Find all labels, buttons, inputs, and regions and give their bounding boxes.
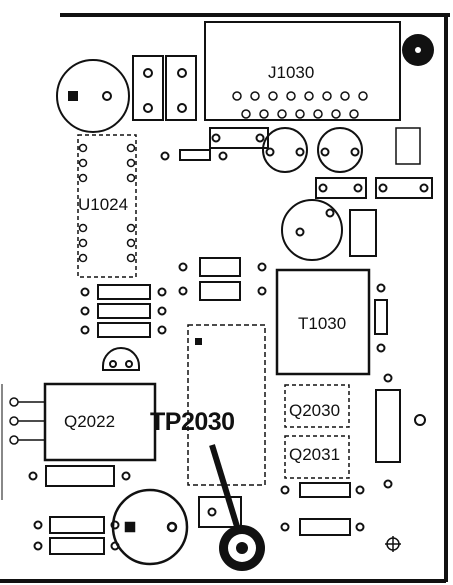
u1024-pins bbox=[78, 143, 136, 263]
label-t1030: T1030 bbox=[298, 314, 347, 333]
capacitor-bottom-large bbox=[111, 488, 189, 566]
q2031-outline bbox=[284, 435, 350, 479]
label-tp2030: TP2030 bbox=[150, 408, 235, 436]
ic-center-pin1 bbox=[195, 338, 202, 345]
component-pair-top bbox=[132, 55, 197, 121]
transistor-small-left bbox=[102, 347, 140, 371]
q2022-leads bbox=[9, 397, 45, 445]
label-u1024: U1024 bbox=[78, 195, 129, 214]
resistors-bottom-right bbox=[280, 482, 365, 536]
crosshair-bottom-right bbox=[385, 536, 401, 552]
tp2030-test-point bbox=[219, 525, 265, 571]
tp2030-pointer bbox=[209, 444, 242, 534]
ic-u1024 bbox=[77, 134, 137, 278]
capacitor-top-left bbox=[56, 59, 130, 133]
capacitor-center-round bbox=[281, 199, 377, 261]
ic-center-dashed bbox=[187, 324, 266, 486]
resistor-stack-left bbox=[80, 284, 167, 338]
label-j1030: J1030 bbox=[268, 63, 315, 82]
diodes-center bbox=[178, 257, 267, 301]
transistor-q2022 bbox=[43, 382, 157, 462]
components-bottom-left bbox=[33, 516, 120, 555]
round-components-center bbox=[262, 127, 363, 173]
mounting-hole-top-right bbox=[402, 34, 434, 66]
resistor-vertical-right bbox=[374, 283, 388, 353]
label-q2031: Q2031 bbox=[289, 445, 341, 464]
connector-j1030 bbox=[204, 21, 401, 121]
j1030-pins bbox=[232, 91, 368, 119]
component-small-right bbox=[395, 127, 421, 165]
component-vertical-right-mid bbox=[375, 373, 426, 489]
resistor-below-q2022 bbox=[28, 465, 131, 487]
transformer-t1030 bbox=[275, 268, 371, 376]
label-q2022: Q2022 bbox=[64, 412, 116, 431]
resistors-right-upper bbox=[315, 177, 433, 199]
board-outline bbox=[0, 13, 450, 583]
component-bottom-center bbox=[198, 496, 242, 528]
q2030-outline bbox=[284, 384, 350, 428]
label-q2030: Q2030 bbox=[289, 401, 341, 420]
resistor-top-center bbox=[160, 127, 269, 161]
